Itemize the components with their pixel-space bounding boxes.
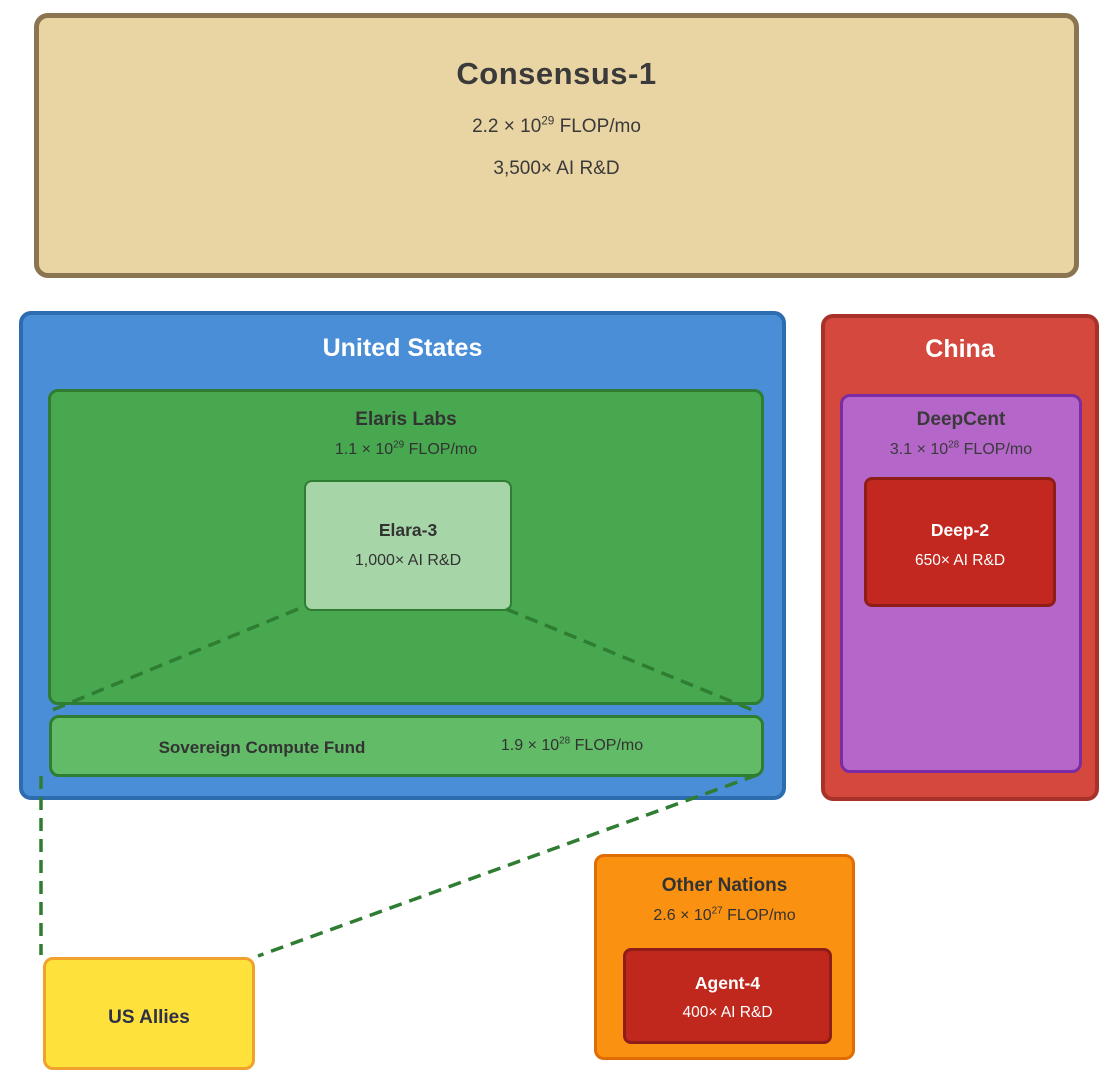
- consensus-1-flop-unit: FLOP/mo: [554, 116, 641, 137]
- other-nations-title: Other Nations: [661, 875, 788, 896]
- deepcent-flop-unit: FLOP/mo: [959, 441, 1033, 458]
- consensus-1-flop-exponent: 29: [541, 114, 555, 128]
- elaris-labs-flop-exponent: 29: [393, 439, 405, 451]
- deepcent-flop-exponent: 28: [948, 439, 960, 451]
- deepcent-box: DeepCent 3.1 × 1028 FLOP/mo Deep-2 650× …: [840, 394, 1082, 773]
- deepcent-flop: 3.1 × 1028 FLOP/mo: [843, 439, 1079, 459]
- elaris-labs-box: Elaris Labs 1.1 × 1029 FLOP/mo Elara-3 1…: [48, 389, 764, 705]
- deepcent-title: DeepCent: [916, 409, 1006, 430]
- agent-4-box: Agent-4 400× AI R&D: [623, 948, 832, 1044]
- sovereign-compute-fund-flop-unit: FLOP/mo: [570, 737, 644, 754]
- us-allies-title: US Allies: [108, 1007, 190, 1028]
- other-nations-box: Other Nations 2.6 × 1027 FLOP/mo Agent-4…: [594, 854, 855, 1060]
- united-states-box: United States Elaris Labs 1.1 × 1029 FLO…: [19, 311, 786, 800]
- china-title: China: [925, 335, 995, 363]
- elara-3-title: Elara-3: [378, 520, 438, 540]
- other-nations-flop: 2.6 × 1027 FLOP/mo: [597, 905, 852, 925]
- agent-4-rnd: 400× AI R&D: [682, 1004, 773, 1021]
- deepcent-flop-base: 3.1 × 10: [889, 441, 949, 458]
- other-nations-flop-base: 2.6 × 10: [653, 907, 712, 924]
- china-box: China DeepCent 3.1 × 1028 FLOP/mo Deep-2…: [821, 314, 1099, 801]
- sovereign-compute-fund-box: Sovereign Compute Fund 1.9 × 1028 FLOP/m…: [49, 715, 764, 777]
- other-nations-flop-unit: FLOP/mo: [722, 907, 796, 924]
- consensus-1-box: Consensus-1 2.2 × 1029 FLOP/mo 3,500× AI…: [34, 13, 1079, 278]
- deep-2-box: Deep-2 650× AI R&D: [864, 477, 1056, 607]
- sovereign-compute-fund-title: Sovereign Compute Fund: [158, 738, 366, 757]
- consensus-1-flop-base: 2.2 × 10: [472, 116, 542, 137]
- sovereign-compute-fund-flop: 1.9 × 1028 FLOP/mo: [432, 735, 712, 755]
- consensus-1-flop: 2.2 × 1029 FLOP/mo: [39, 114, 1074, 138]
- elaris-labs-title: Elaris Labs: [355, 409, 457, 430]
- deep-2-rnd: 650× AI R&D: [914, 552, 1006, 569]
- elara-3-box: Elara-3 1,000× AI R&D: [304, 480, 512, 611]
- elaris-labs-flop-base: 1.1 × 10: [334, 441, 394, 458]
- deep-2-title: Deep-2: [930, 520, 990, 540]
- us-allies-box: US Allies: [43, 957, 255, 1070]
- elara-3-rnd: 1,000× AI R&D: [354, 552, 462, 569]
- sovereign-compute-fund-flop-exponent: 28: [559, 735, 571, 747]
- agent-4-title: Agent-4: [694, 973, 761, 993]
- consensus-1-title: Consensus-1: [456, 56, 657, 91]
- elaris-labs-flop-unit: FLOP/mo: [404, 441, 478, 458]
- consensus-1-rnd: 3,500× AI R&D: [493, 158, 620, 179]
- elaris-labs-flop: 1.1 × 1029 FLOP/mo: [51, 439, 761, 459]
- united-states-title: United States: [322, 334, 483, 362]
- sovereign-compute-fund-flop-base: 1.9 × 10: [500, 737, 560, 754]
- other-nations-flop-exponent: 27: [711, 905, 723, 917]
